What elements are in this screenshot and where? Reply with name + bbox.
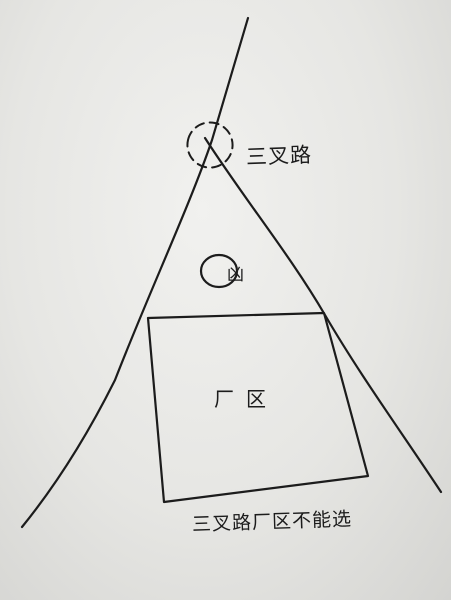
left-road-line: [20, 16, 250, 529]
bad-omen-circle: [199, 253, 239, 289]
junction-label: 三叉路: [245, 142, 313, 170]
factory-label: 厂区: [214, 387, 278, 411]
factory-box: [146, 311, 370, 504]
rule-caption: 三叉路厂区不能选: [191, 508, 353, 536]
bad-omen-label: 凶: [227, 265, 245, 285]
junction-circle: [186, 121, 234, 169]
